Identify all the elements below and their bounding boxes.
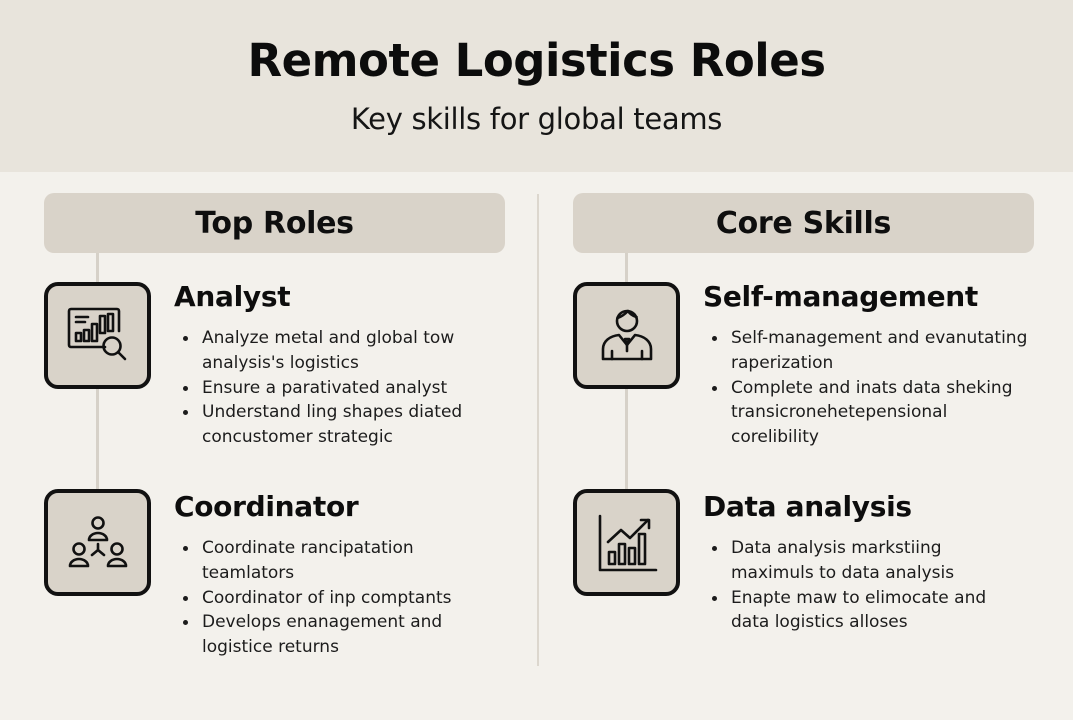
list-item: Understand ling shapes diated concustome… [174,400,494,450]
page-subtitle: Key skills for global teams [350,102,723,136]
coordinator-icon-box [44,489,151,596]
list-item: Develops enanagement and logistice retur… [174,610,474,660]
connector-line [625,389,628,489]
list-item: Enapte maw to elimocate and data logisti… [703,586,1023,636]
list-item: Complete and inats data sheking transicr… [703,376,1038,450]
column-divider [537,194,539,666]
column-heading-top-roles: Top Roles [44,193,505,253]
list-item: Ensure a parativated analyst [174,376,494,401]
skill-title-data-analysis: Data analysis [703,490,912,523]
connector-line [96,253,99,282]
connector-line [625,253,628,282]
page-title: Remote Logistics Roles [247,34,826,87]
list-item: Self-management and evanutating raperiza… [703,326,1038,376]
analyst-icon-box [44,282,151,389]
person-tie-icon [601,309,652,360]
growth-chart-icon [598,514,657,571]
data-analysis-bullet-list: Data analysis markstiing maximuls to dat… [703,536,1023,635]
list-item: Data analysis markstiing maximuls to dat… [703,536,1023,586]
list-item: Analyze metal and global tow analysis's … [174,326,494,376]
analytics-magnifier-icon [67,307,126,360]
team-hierarchy-icon [68,515,127,567]
role-title-coordinator: Coordinator [174,490,359,523]
connector-line [96,389,99,489]
coordinator-bullet-list: Coordinate rancipatation teamlators Coor… [174,536,474,660]
skill-title-self-management: Self-management [703,280,978,313]
data-analysis-icon-box [573,489,680,596]
self-management-icon-box [573,282,680,389]
role-title-analyst: Analyst [174,280,291,313]
analyst-bullet-list: Analyze metal and global tow analysis's … [174,326,494,450]
self-management-bullet-list: Self-management and evanutating raperiza… [703,326,1038,450]
column-heading-core-skills: Core Skills [573,193,1034,253]
hero-header: Remote Logistics Roles Key skills for gl… [0,0,1073,172]
list-item: Coordinate rancipatation teamlators [174,536,474,586]
list-item: Coordinator of inp comptants [174,586,474,611]
